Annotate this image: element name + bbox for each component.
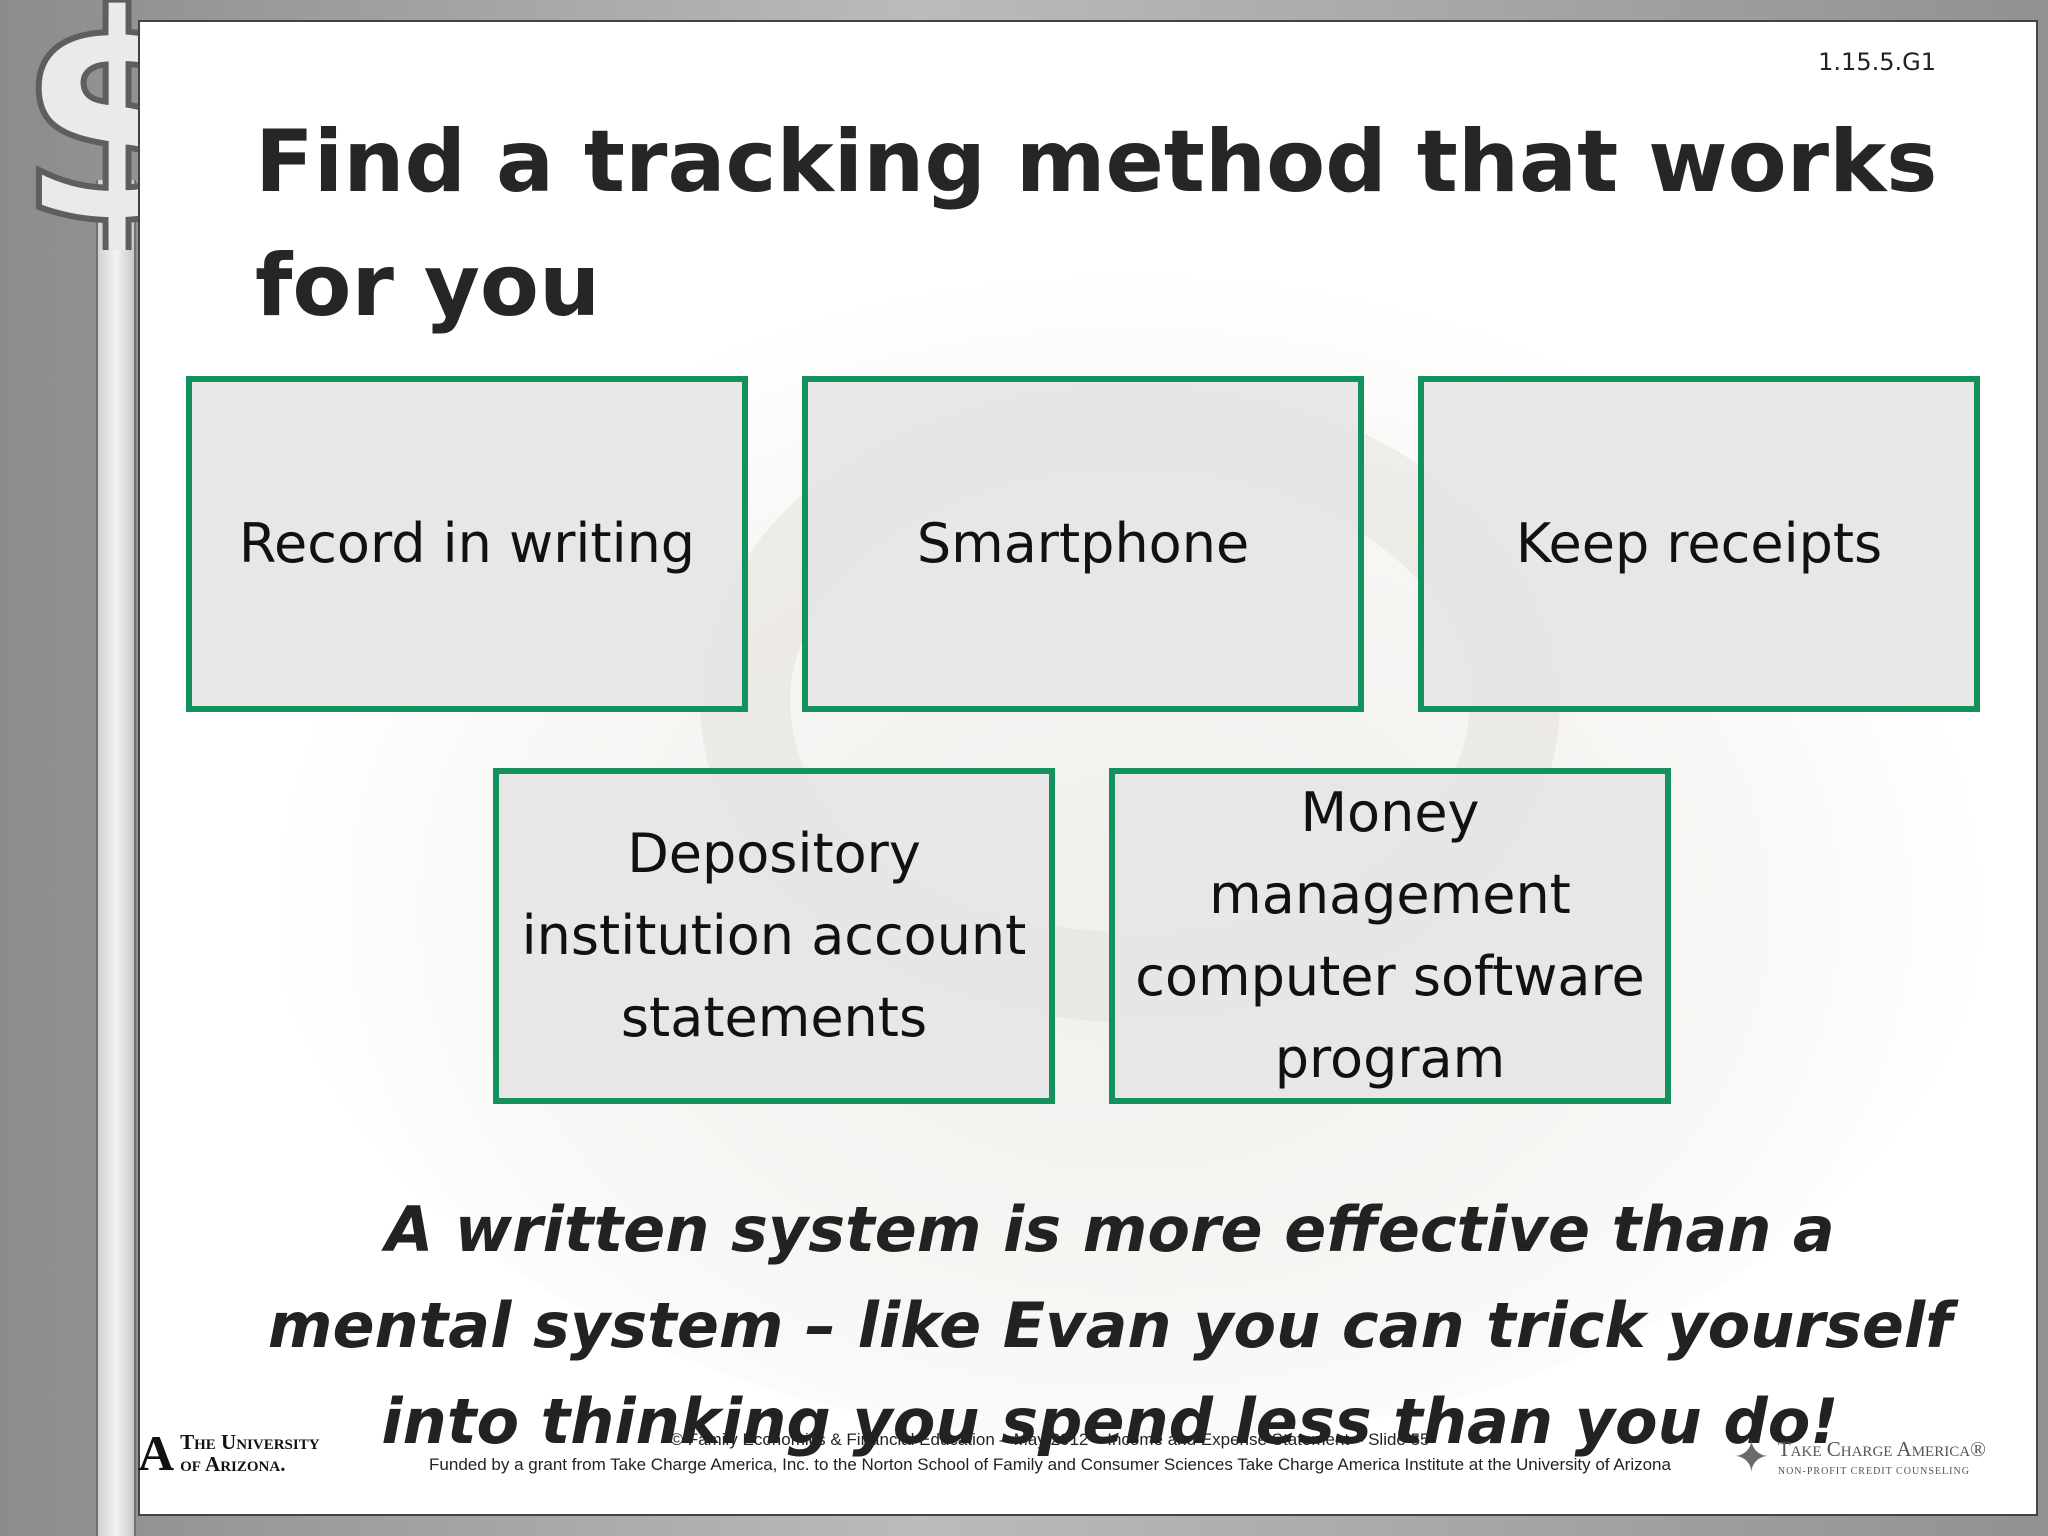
dollar-pole-decoration [96, 180, 136, 1536]
tca-registered-mark: ® [1970, 1436, 1986, 1461]
key-takeaway: A written system is more effective than … [267, 1193, 1953, 1458]
ua-name-line1: The University [180, 1430, 320, 1454]
ua-name-line2: of Arizona. [180, 1452, 286, 1476]
method-box-record-in-writing: Record in writing [186, 376, 748, 712]
ua-block-a-icon: A [138, 1425, 175, 1481]
slide-code: 1.15.5.G1 [1818, 48, 1936, 76]
take-charge-america-logo: ✦ Take Charge America® NON-PROFIT CREDIT… [1733, 1436, 1986, 1480]
method-box-software-program: Money management computer software progr… [1109, 768, 1671, 1104]
tca-name: Take Charge America [1777, 1436, 1971, 1461]
footer-funding: Funded by a grant from Take Charge Ameri… [429, 1455, 1671, 1474]
method-box-account-statements: Depository institution account statement… [493, 768, 1055, 1104]
method-box-smartphone: Smartphone [802, 376, 1364, 712]
university-of-arizona-logo: A The University of Arizona. [138, 1428, 320, 1478]
tca-star-icon: ✦ [1732, 1433, 1770, 1482]
slide-title: Find a tracking method that works for yo… [255, 112, 1938, 336]
footer-copyright: © Family Economics & Financial Education… [670, 1430, 1430, 1449]
method-box-keep-receipts: Keep receipts [1418, 376, 1980, 712]
tca-tagline: NON-PROFIT CREDIT COUNSELING [1777, 1465, 1970, 1477]
